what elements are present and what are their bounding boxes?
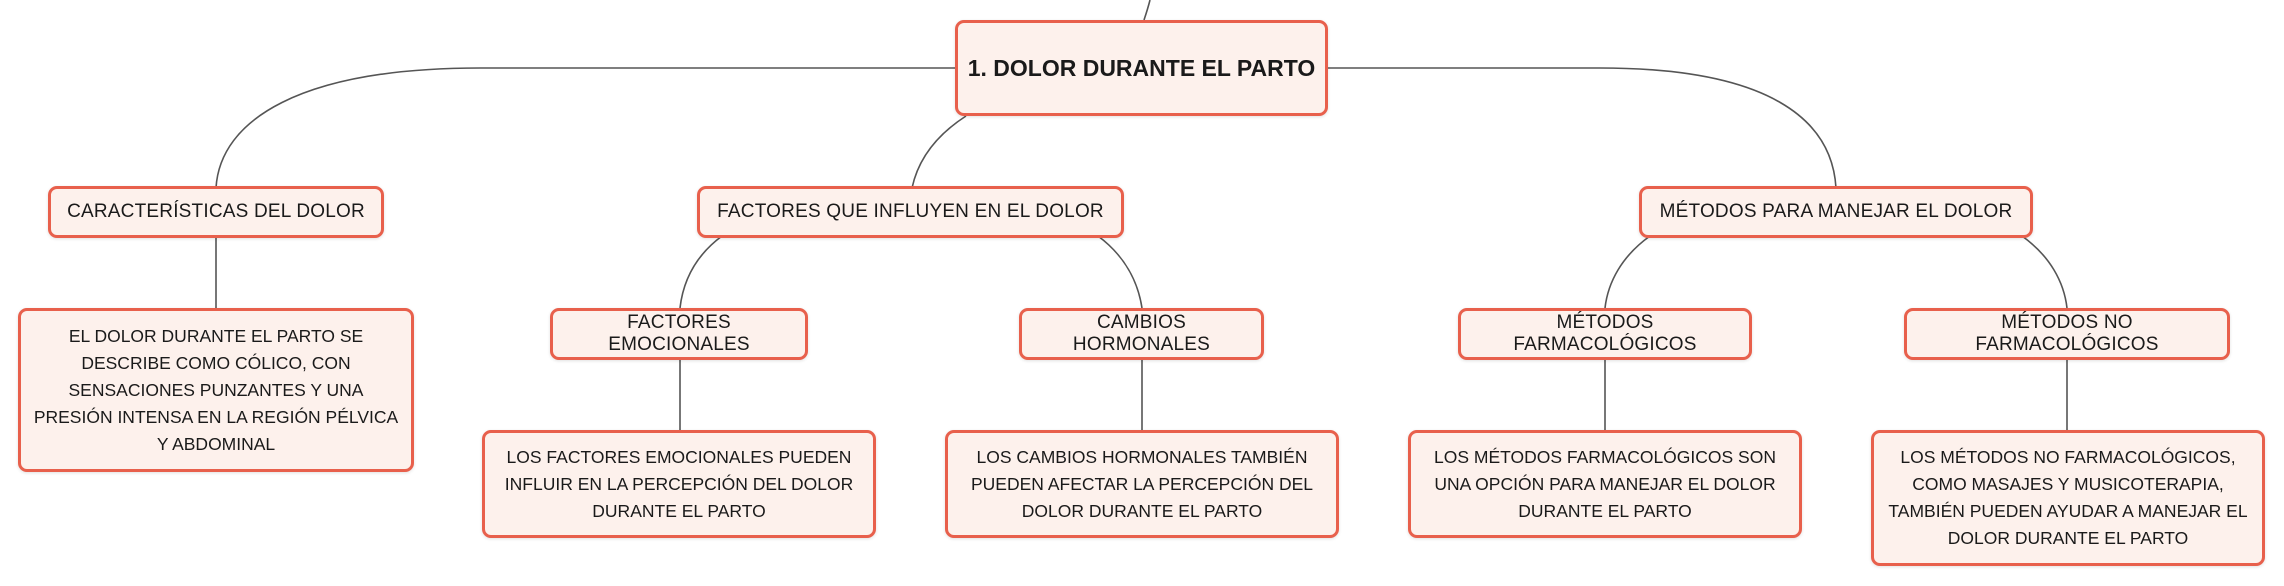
- subbranch-label: CAMBIOS HORMONALES: [1072, 312, 1211, 355]
- subbranch-label: MÉTODOS NO FARMACOLÓGICOS: [1975, 312, 2159, 355]
- description-node-characteristics[interactable]: EL DOLOR DURANTE EL PARTO SE DESCRIBE CO…: [18, 308, 414, 472]
- connector-root-characteristics: [215, 67, 955, 189]
- subbranch-node-nonpharmacological[interactable]: MÉTODOS NO FARMACOLÓGICOS: [1904, 308, 2230, 360]
- description-node-pharmacological[interactable]: LOS MÉTODOS FARMACOLÓGICOS SON UNA OPCIÓ…: [1408, 430, 1802, 538]
- description-text: LOS FACTORES EMOCIONALES PUEDEN INFLUIR …: [504, 446, 854, 521]
- description-text: LOS MÉTODOS FARMACOLÓGICOS SON UNA OPCIÓ…: [1434, 446, 1776, 521]
- connector-methods-nonpharma: [2021, 235, 2068, 309]
- connector-root-methods: [1328, 67, 1837, 189]
- subbranch-node-emotional[interactable]: FACTORES EMOCIONALES: [550, 308, 808, 360]
- description-node-emotional[interactable]: LOS FACTORES EMOCIONALES PUEDEN INFLUIR …: [482, 430, 876, 538]
- root-node[interactable]: 1. DOLOR DURANTE EL PARTO: [955, 20, 1328, 116]
- subbranch-label: MÉTODOS FARMACOLÓGICOS: [1513, 312, 1697, 355]
- description-text: LOS CAMBIOS HORMONALES TAMBIÉN PUEDEN AF…: [971, 446, 1313, 521]
- branch-node-methods[interactable]: MÉTODOS PARA MANEJAR EL DOLOR: [1639, 186, 2033, 238]
- connector-factors-hormonal: [1097, 235, 1143, 309]
- description-node-nonpharmacological[interactable]: LOS MÉTODOS NO FARMACOLÓGICOS, COMO MASA…: [1871, 430, 2265, 566]
- branch-label: CARACTERÍSTICAS DEL DOLOR: [67, 201, 365, 222]
- branch-label: MÉTODOS PARA MANEJAR EL DOLOR: [1659, 201, 2013, 222]
- subbranch-node-pharmacological[interactable]: MÉTODOS FARMACOLÓGICOS: [1458, 308, 1752, 360]
- root-label: 1. DOLOR DURANTE EL PARTO: [967, 54, 1316, 81]
- branch-node-factors[interactable]: FACTORES QUE INFLUYEN EN EL DOLOR: [697, 186, 1124, 238]
- description-node-hormonal[interactable]: LOS CAMBIOS HORMONALES TAMBIÉN PUEDEN AF…: [945, 430, 1339, 538]
- branch-label: FACTORES QUE INFLUYEN EN EL DOLOR: [717, 201, 1104, 222]
- description-text: EL DOLOR DURANTE EL PARTO SE DESCRIBE CO…: [33, 325, 399, 454]
- branch-node-characteristics[interactable]: CARACTERÍSTICAS DEL DOLOR: [48, 186, 384, 238]
- description-text: LOS MÉTODOS NO FARMACOLÓGICOS, COMO MASA…: [1888, 447, 2248, 548]
- connector-factors-emotional: [679, 235, 723, 309]
- connector-root-factors: [911, 115, 967, 189]
- connector-parent: [1143, 0, 1151, 21]
- connector-methods-pharma: [1604, 235, 1651, 309]
- subbranch-node-hormonal[interactable]: CAMBIOS HORMONALES: [1019, 308, 1264, 360]
- subbranch-label: FACTORES EMOCIONALES: [608, 312, 750, 355]
